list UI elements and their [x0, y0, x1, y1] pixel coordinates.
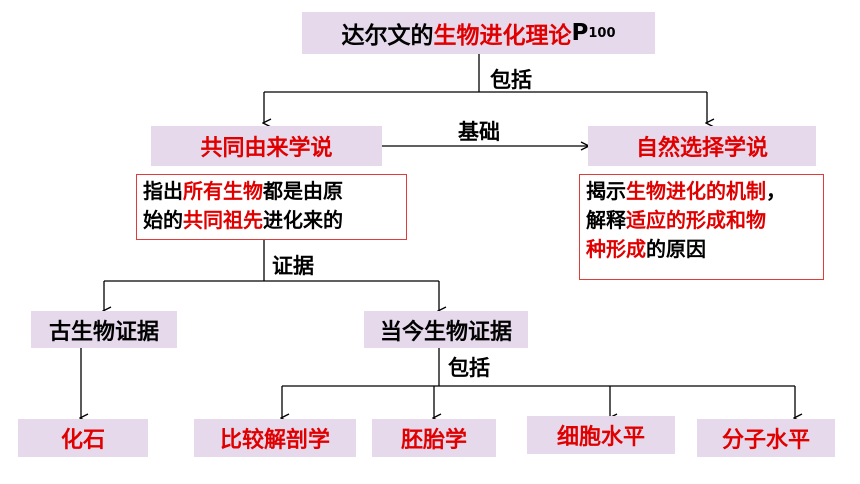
fossil-group-box: 古生物证据 [31, 311, 177, 348]
ns-note-1c: ， [766, 179, 786, 203]
ns-note-3a: 种形成 [586, 237, 646, 261]
embryology-box: 胚胎学 [372, 419, 496, 457]
cd-note-2b: 共同祖先 [183, 208, 263, 232]
root-title-suffix: P [571, 20, 589, 46]
cd-note-1b: 所有生物 [183, 179, 263, 203]
root-title-highlight: 生物进化理论 [433, 23, 572, 49]
modern-group-box: 当今生物证据 [364, 311, 528, 348]
cd-note-1a: 指出 [143, 179, 183, 203]
fossil-box: 化石 [18, 419, 148, 457]
root-title-prefix: 达尔文的 [341, 23, 434, 49]
natural-selection-note: 揭示生物进化的机制， 解释适应的形成和物 种形成的原因 [579, 174, 824, 280]
label-evidence: 证据 [272, 254, 314, 278]
cd-note-2c: 进化来的 [263, 208, 343, 232]
cd-note-1c: 都是由原 [263, 179, 343, 203]
cd-note-2a: 始的 [143, 208, 183, 232]
label-basis: 基础 [458, 120, 500, 144]
ns-note-2b: 适应的形成和物 [626, 208, 766, 232]
comparative-anatomy-box: 比较解剖学 [194, 419, 356, 457]
molecular-level-box: 分子水平 [697, 419, 835, 457]
cell-level-box: 细胞水平 [527, 416, 675, 454]
common-descent-note: 指出所有生物都是由原 始的共同祖先进化来的 [136, 174, 407, 240]
natural-selection-box: 自然选择学说 [588, 126, 816, 166]
common-descent-box: 共同由来学说 [151, 126, 382, 166]
label-includes-2: 包括 [448, 356, 490, 380]
ns-note-1a: 揭示 [586, 179, 626, 203]
root-title-page: 100 [588, 25, 616, 41]
ns-note-3b: 的原因 [646, 237, 706, 261]
ns-note-2a: 解释 [586, 208, 626, 232]
label-includes-1: 包括 [490, 68, 532, 92]
ns-note-1b: 生物进化的机制 [626, 179, 766, 203]
